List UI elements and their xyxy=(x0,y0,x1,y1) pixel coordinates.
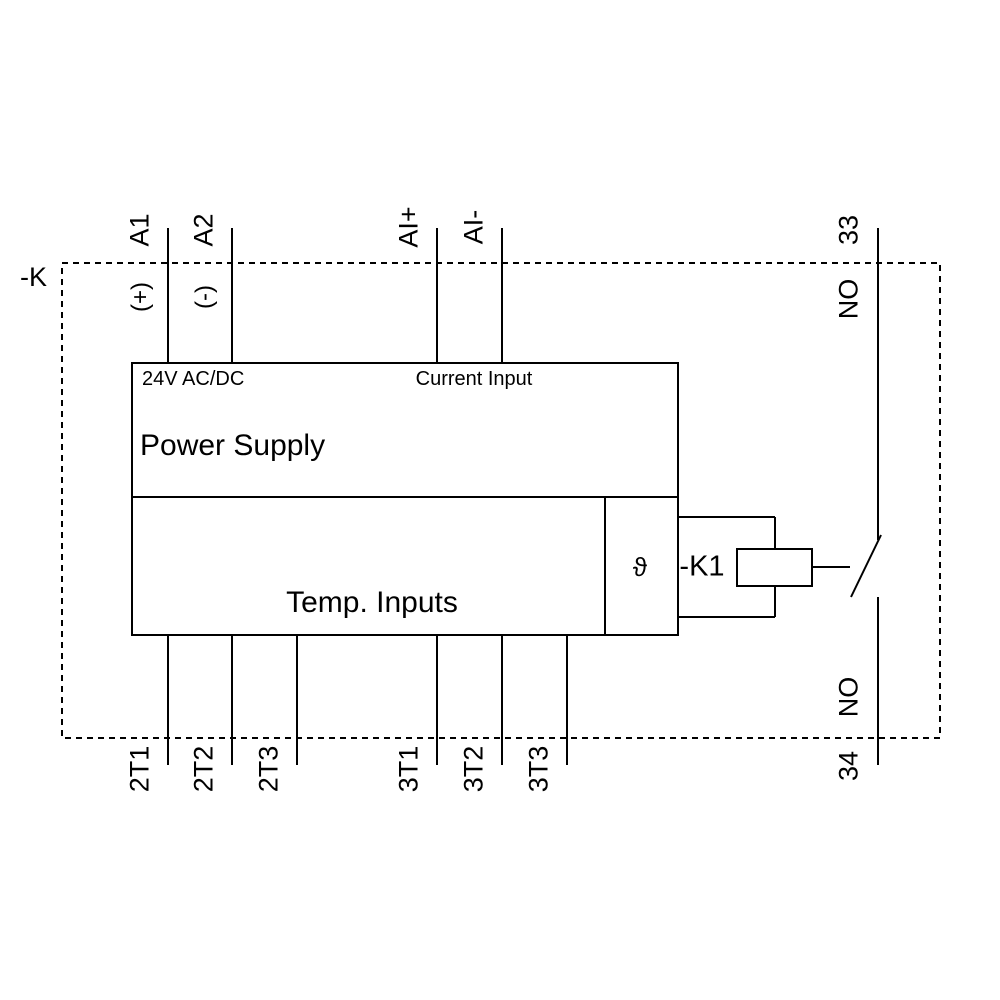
polarity-label-minus: (-) xyxy=(191,285,218,309)
theta-sensor-symbol: ϑ xyxy=(632,552,648,582)
terminal-label-ai-minus: AI- xyxy=(458,209,489,245)
no-contact-symbol xyxy=(850,228,882,765)
terminal-wires-top xyxy=(167,228,503,363)
relay-coil-symbol xyxy=(678,516,850,618)
device-reference-label: -K xyxy=(20,262,47,292)
terminal-label-a1: A1 xyxy=(124,213,155,247)
terminal-label-3t3: 3T3 xyxy=(523,745,554,793)
temp-inputs-title: Temp. Inputs xyxy=(286,586,458,619)
relay-coil-label: -K1 xyxy=(679,550,725,583)
contact-type-label-top: NO xyxy=(833,278,864,320)
device-boundary-dashed xyxy=(61,262,941,739)
power-supply-title: Power Supply xyxy=(140,429,326,462)
supply-voltage-label: 24V AC/DC xyxy=(142,368,245,390)
terminal-label-2t3: 2T3 xyxy=(253,745,284,793)
terminal-wires-bottom xyxy=(167,635,568,765)
terminal-label-3t1: 3T1 xyxy=(393,745,424,793)
terminal-label-2t2: 2T2 xyxy=(188,745,219,793)
terminal-label-2t1: 2T1 xyxy=(124,745,155,793)
contact-type-label-bottom: NO xyxy=(833,676,864,718)
terminal-label-a2: A2 xyxy=(188,213,219,247)
terminal-label-34: 34 xyxy=(833,750,864,782)
terminal-label-3t2: 3T2 xyxy=(458,745,489,793)
current-input-label: Current Input xyxy=(415,368,533,390)
module-box xyxy=(131,362,679,636)
polarity-label-plus: (+) xyxy=(127,282,154,312)
terminal-label-33: 33 xyxy=(833,214,864,246)
terminal-label-ai-plus: AI+ xyxy=(393,206,424,248)
